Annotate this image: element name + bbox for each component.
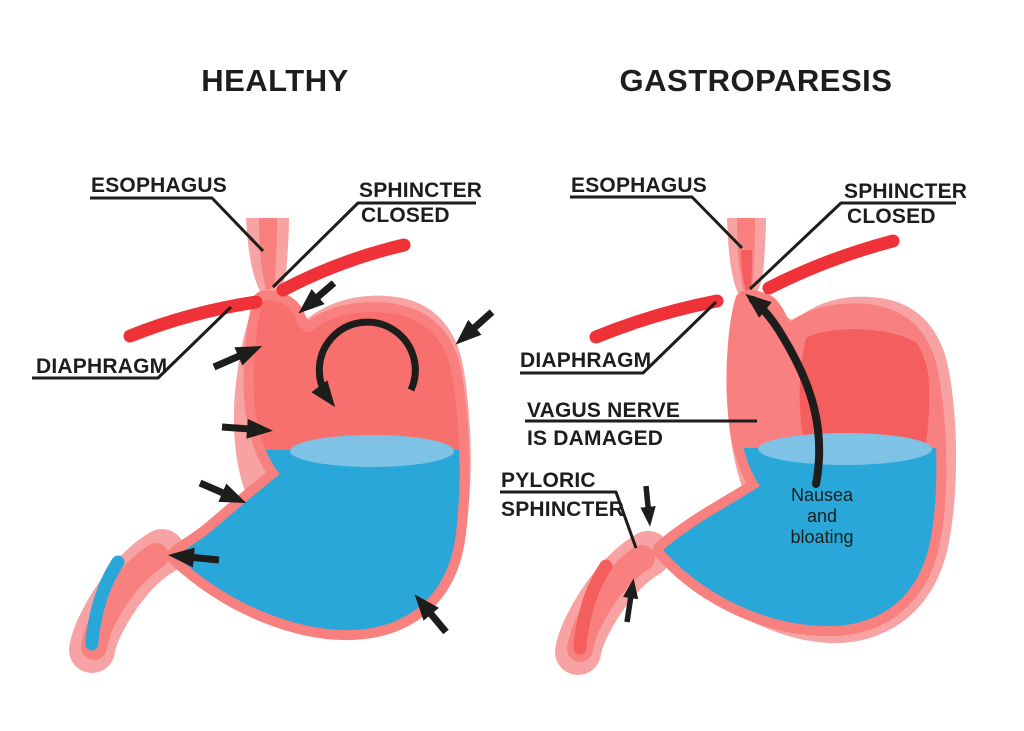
healthy-sphincter-label-line2: CLOSED: [361, 204, 450, 227]
healthy-duodenum-liquid-stream: [85, 555, 125, 651]
diaphragm-band-right: [762, 234, 900, 295]
gastroparesis-liquid-surface: [758, 433, 932, 465]
healthy-diaphragm-bands: [123, 238, 411, 343]
gastroparesis-cavity-patch-group: [799, 329, 930, 452]
healthy-stomach-liquid: [177, 435, 460, 631]
pyloric-squeeze-arrows: [623, 485, 656, 623]
diaphragm-leader-line: [32, 305, 233, 380]
symptom-line2: and: [806, 506, 838, 526]
vagus-nerve-label-line1: VAGUS NERVE: [527, 399, 681, 422]
healthy-diaphragm-label: DIAPHRAGM: [36, 355, 168, 378]
healthy-sphincter-label-line1: SPHINCTER: [359, 179, 483, 202]
gastroparesis-sphincter-label-line1: SPHINCTER: [844, 180, 968, 203]
healthy-stomach-illustration: [32, 196, 495, 673]
pyloric-sphincter-label-line1: PYLORIC: [501, 469, 596, 492]
healthy-liquid-surface: [290, 435, 454, 467]
emptying-arrow: [168, 547, 220, 568]
pyloric-closed-arrow-up: [623, 578, 639, 623]
gastroparesis-esophagus: [727, 218, 766, 299]
gastroparesis-diaphragm-label: DIAPHRAGM: [520, 349, 652, 372]
vagus-nerve-label-line2: IS DAMAGED: [527, 427, 664, 450]
healthy-peristalsis-arrows: [168, 280, 495, 635]
sphincter-leader-line: [748, 201, 956, 291]
sphincter-leader-line: [271, 201, 476, 289]
gastroparesis-esophagus-core: [741, 250, 752, 291]
gastroparesis-diaphragm-bands: [589, 234, 900, 344]
diaphragm-band-left: [589, 294, 724, 344]
healthy-leader-lines: [32, 196, 476, 380]
churning-circular-arrow: [311, 318, 419, 407]
gastroparesis-title: GASTROPARESIS: [619, 63, 893, 98]
pressure-arrow: [198, 479, 247, 503]
reflux-arrow: [745, 293, 824, 488]
pressure-arrow: [455, 309, 495, 345]
pressure-arrow: [221, 418, 273, 439]
pressure-arrow: [212, 346, 263, 371]
gastroparesis-cavity-dark-patch: [799, 329, 930, 452]
diaphragm-leader-line: [520, 300, 718, 375]
diaphragm-band-right: [276, 238, 411, 297]
esophagus-leader-line: [570, 195, 744, 250]
gastroparesis-stomach-illustration: [500, 195, 957, 675]
pressure-arrow: [298, 280, 337, 314]
pyloric-leader-line: [500, 490, 638, 549]
pressure-arrow: [414, 594, 449, 635]
symptom-line3: bloating: [790, 527, 854, 547]
esophagus-leader-line: [90, 196, 265, 253]
pyloric-sphincter-label-line2: SPHINCTER: [501, 498, 625, 521]
symptom-line1: Nausea: [790, 485, 854, 505]
healthy-esophagus-label: ESOPHAGUS: [91, 174, 227, 197]
healthy-esophagus: [246, 218, 289, 299]
pyloric-closed-arrow-down: [640, 485, 656, 527]
gastroparesis-duodenum-core: [573, 559, 613, 655]
diaphragm-band-left: [123, 295, 263, 343]
gastroparesis-duodenum: [555, 531, 671, 675]
gastroparesis-sphincter-label-line2: CLOSED: [847, 205, 936, 228]
healthy-duodenum: [69, 529, 185, 673]
nausea-bloating-annotation: Nausea and bloating: [762, 485, 882, 548]
gastroparesis-stomach-liquid: [663, 433, 937, 627]
healthy-title: HEALTHY: [201, 63, 349, 98]
gastroparesis-esophagus-label: ESOPHAGUS: [571, 174, 707, 197]
gastroparesis-leader-lines: [500, 195, 956, 549]
